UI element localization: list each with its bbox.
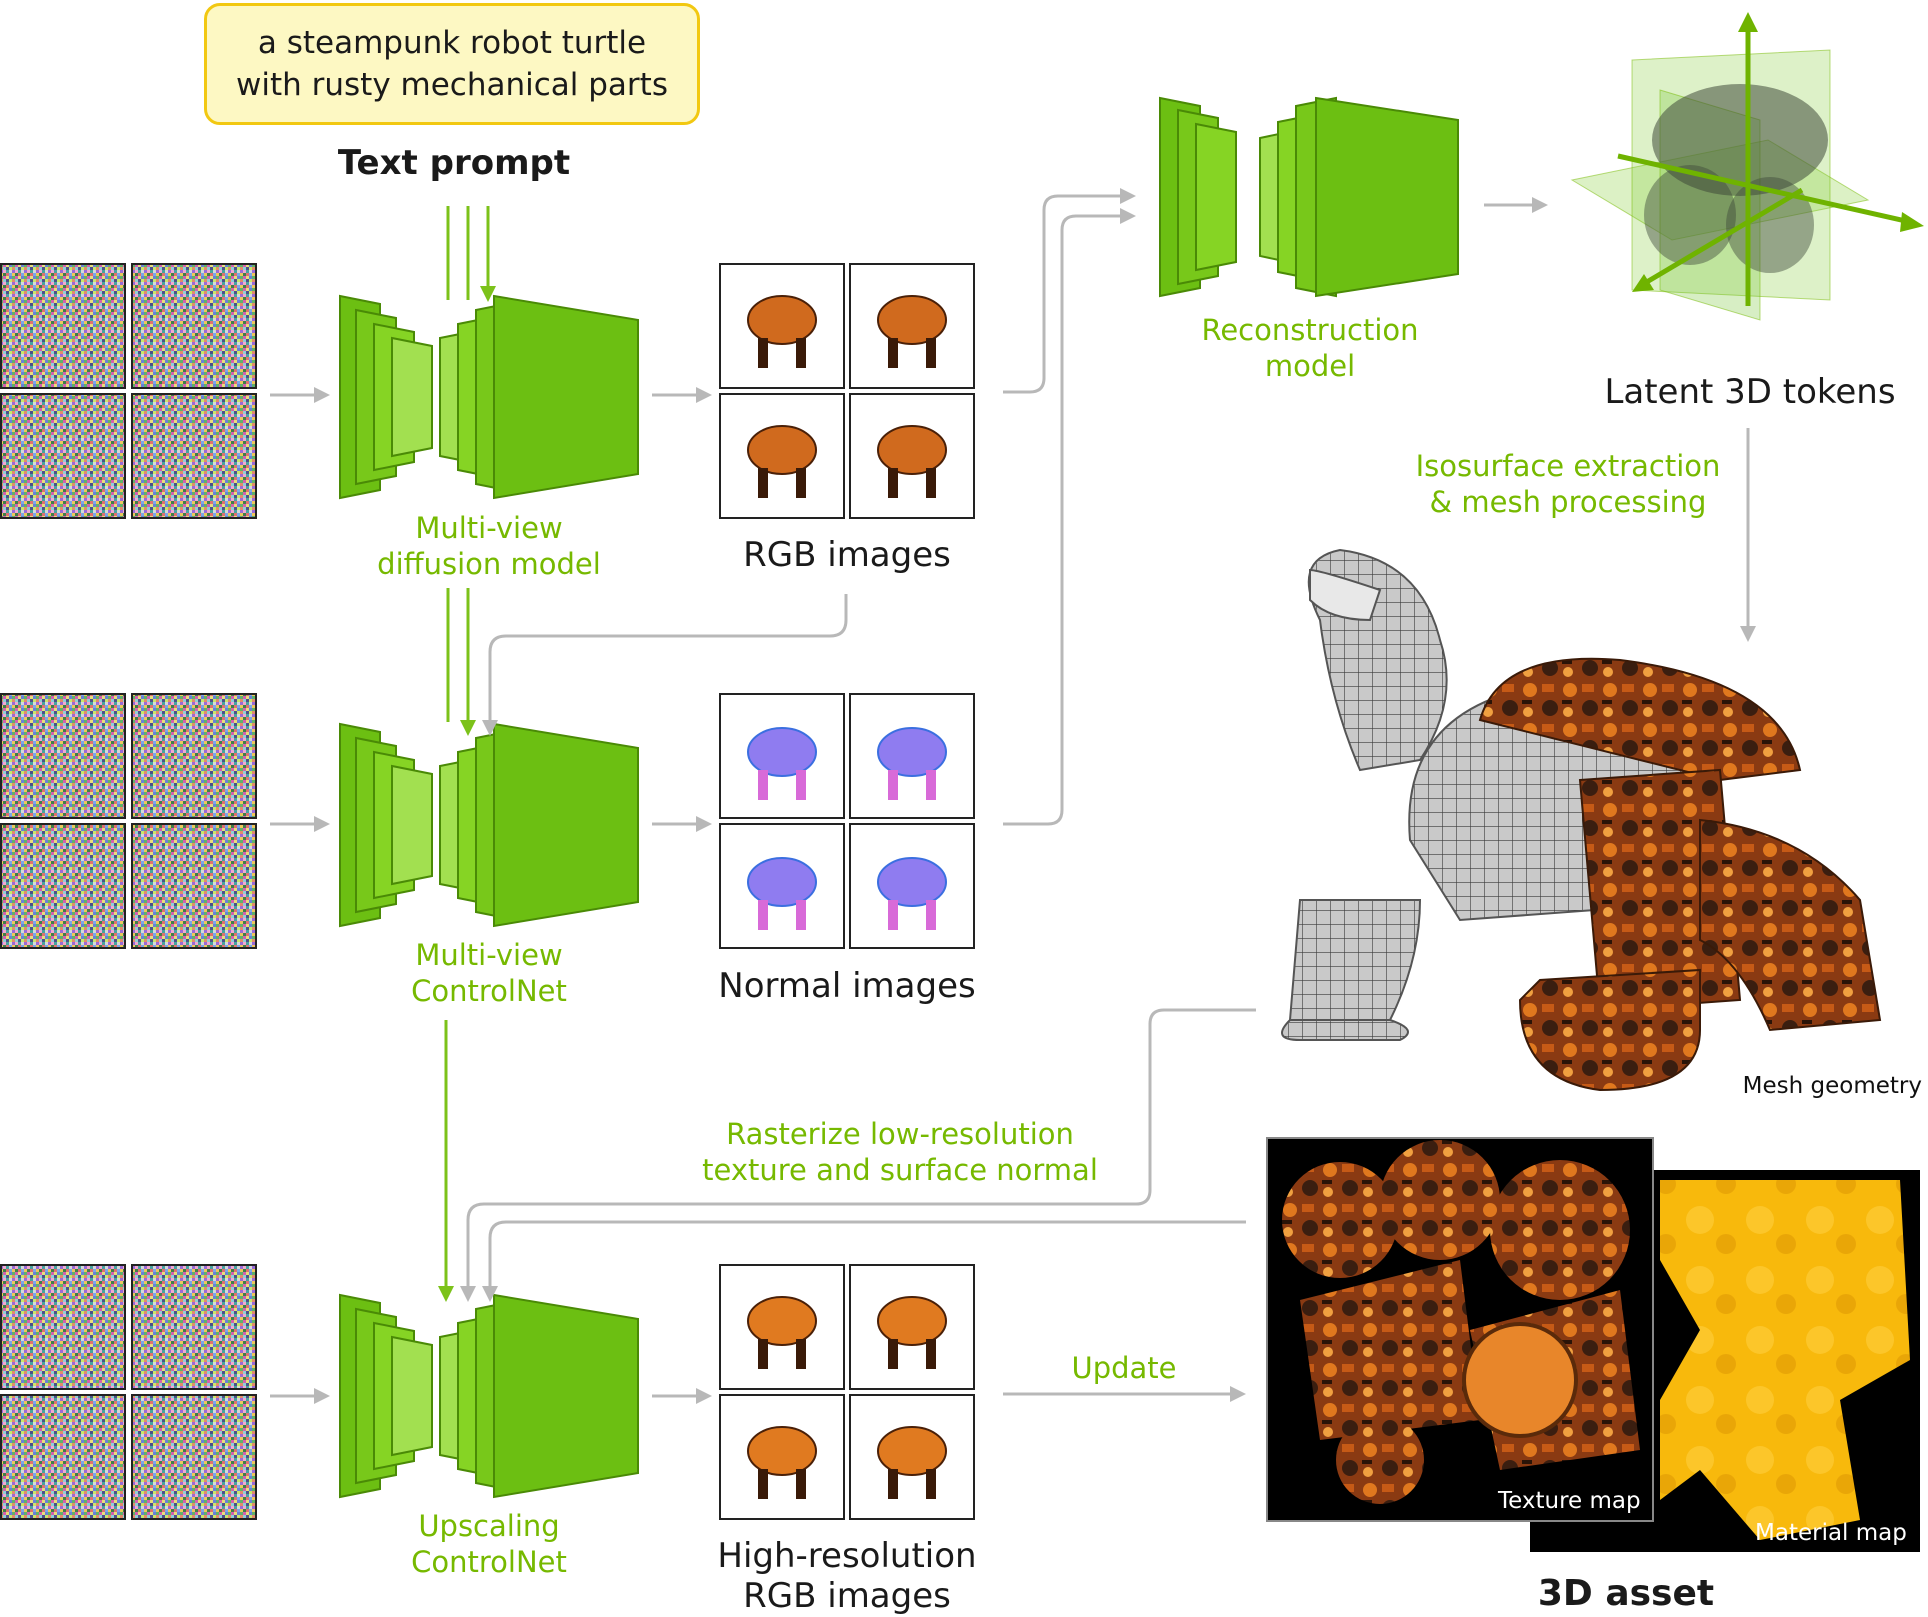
mesh-geometry-label: Mesh geometry xyxy=(1742,1073,1922,1099)
text-prompt-box: a steampunk robot turtle with rusty mech… xyxy=(204,3,700,125)
diffusion-model-label: Multi-view diffusion model xyxy=(377,511,601,581)
rgb-images-grid xyxy=(719,263,975,519)
diffusion-model-block xyxy=(339,294,639,500)
controlnet-label: Multi-view ControlNet xyxy=(411,938,567,1008)
reconstruction-model-label: Reconstruction model xyxy=(1201,313,1419,383)
rgb-images-label: RGB images xyxy=(743,535,951,575)
noise-grid-row2 xyxy=(0,693,257,949)
reconstruction-model-block xyxy=(1159,96,1459,298)
noise-grid-row3 xyxy=(0,1264,257,1520)
upscaling-controlnet-label: Upscaling ControlNet xyxy=(411,1509,567,1579)
texture-map xyxy=(1266,1137,1654,1522)
turtle-thumbnail xyxy=(747,295,947,475)
text-prompt-text: a steampunk robot turtle with rusty mech… xyxy=(236,25,668,103)
arrows xyxy=(270,194,1750,1398)
isosurface-step-label: Isosurface extraction & mesh processing xyxy=(1415,449,1721,519)
texture-map-label: Texture map xyxy=(1498,1488,1641,1514)
latent-tokens-label: Latent 3D tokens xyxy=(1604,372,1896,412)
normal-images-label: Normal images xyxy=(718,966,976,1006)
latent-3d-tokens xyxy=(1570,12,1924,321)
noise-grid-row1 xyxy=(0,263,257,519)
arrowheads xyxy=(314,188,1756,1404)
rasterize-step-label: Rasterize low-resolution texture and sur… xyxy=(702,1117,1098,1187)
update-step-label: Update xyxy=(1071,1351,1177,1385)
hires-images-label: High-resolution RGB images xyxy=(717,1536,977,1616)
3d-asset-title: 3D asset xyxy=(1537,1573,1715,1614)
mesh-geometry-render xyxy=(1281,548,1882,1092)
controlnet-block xyxy=(339,722,639,928)
upscaling-controlnet-block xyxy=(339,1293,639,1499)
green-arrowheads xyxy=(438,286,496,1302)
green-arrows xyxy=(444,206,490,1290)
text-prompt-caption: Text prompt xyxy=(337,143,571,183)
material-map-label: Material map xyxy=(1755,1520,1907,1546)
hires-images-grid xyxy=(719,1264,975,1520)
normal-images-grid xyxy=(719,693,975,949)
